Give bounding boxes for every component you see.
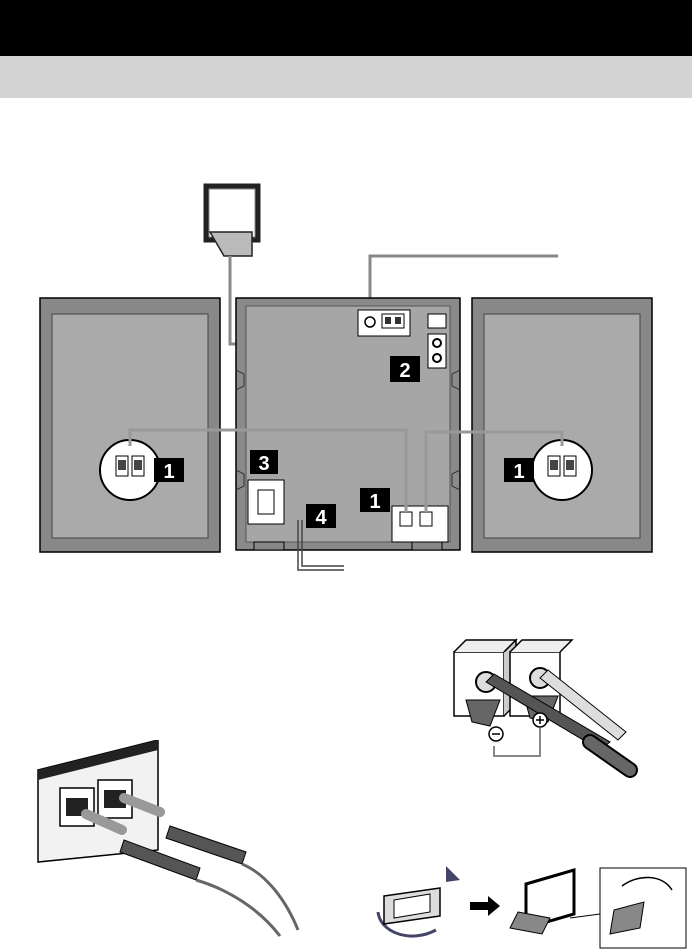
loop-antenna-icon [206,186,258,256]
svg-text:1: 1 [163,461,174,483]
speaker-terminal-detail [440,630,640,780]
connection-diagram: 1 1 1 2 3 4 [0,160,692,580]
section-bar [0,56,692,98]
header-bar [0,0,692,56]
badge-speaker-left: 1 [154,458,184,483]
svg-text:3: 3 [258,453,269,475]
svg-text:4: 4 [315,507,327,529]
badge-power-cord: 4 [306,504,336,529]
svg-text:2: 2 [399,360,410,382]
minus-symbol [489,727,503,741]
badge-voltage-selector: 3 [250,450,278,475]
badge-antenna-terminal: 2 [390,356,420,382]
main-unit [236,298,460,550]
right-speaker [472,298,652,552]
svg-text:1: 1 [369,491,380,513]
arrow-right-icon [470,896,500,916]
badge-unit-speaker-terminal: 1 [360,488,390,513]
left-speaker [40,298,220,552]
plus-symbol [533,713,547,727]
antenna-assembly-detail [370,862,690,950]
svg-text:1: 1 [513,461,524,483]
badge-speaker-right: 1 [504,458,534,483]
speaker-plug-detail [30,740,300,940]
